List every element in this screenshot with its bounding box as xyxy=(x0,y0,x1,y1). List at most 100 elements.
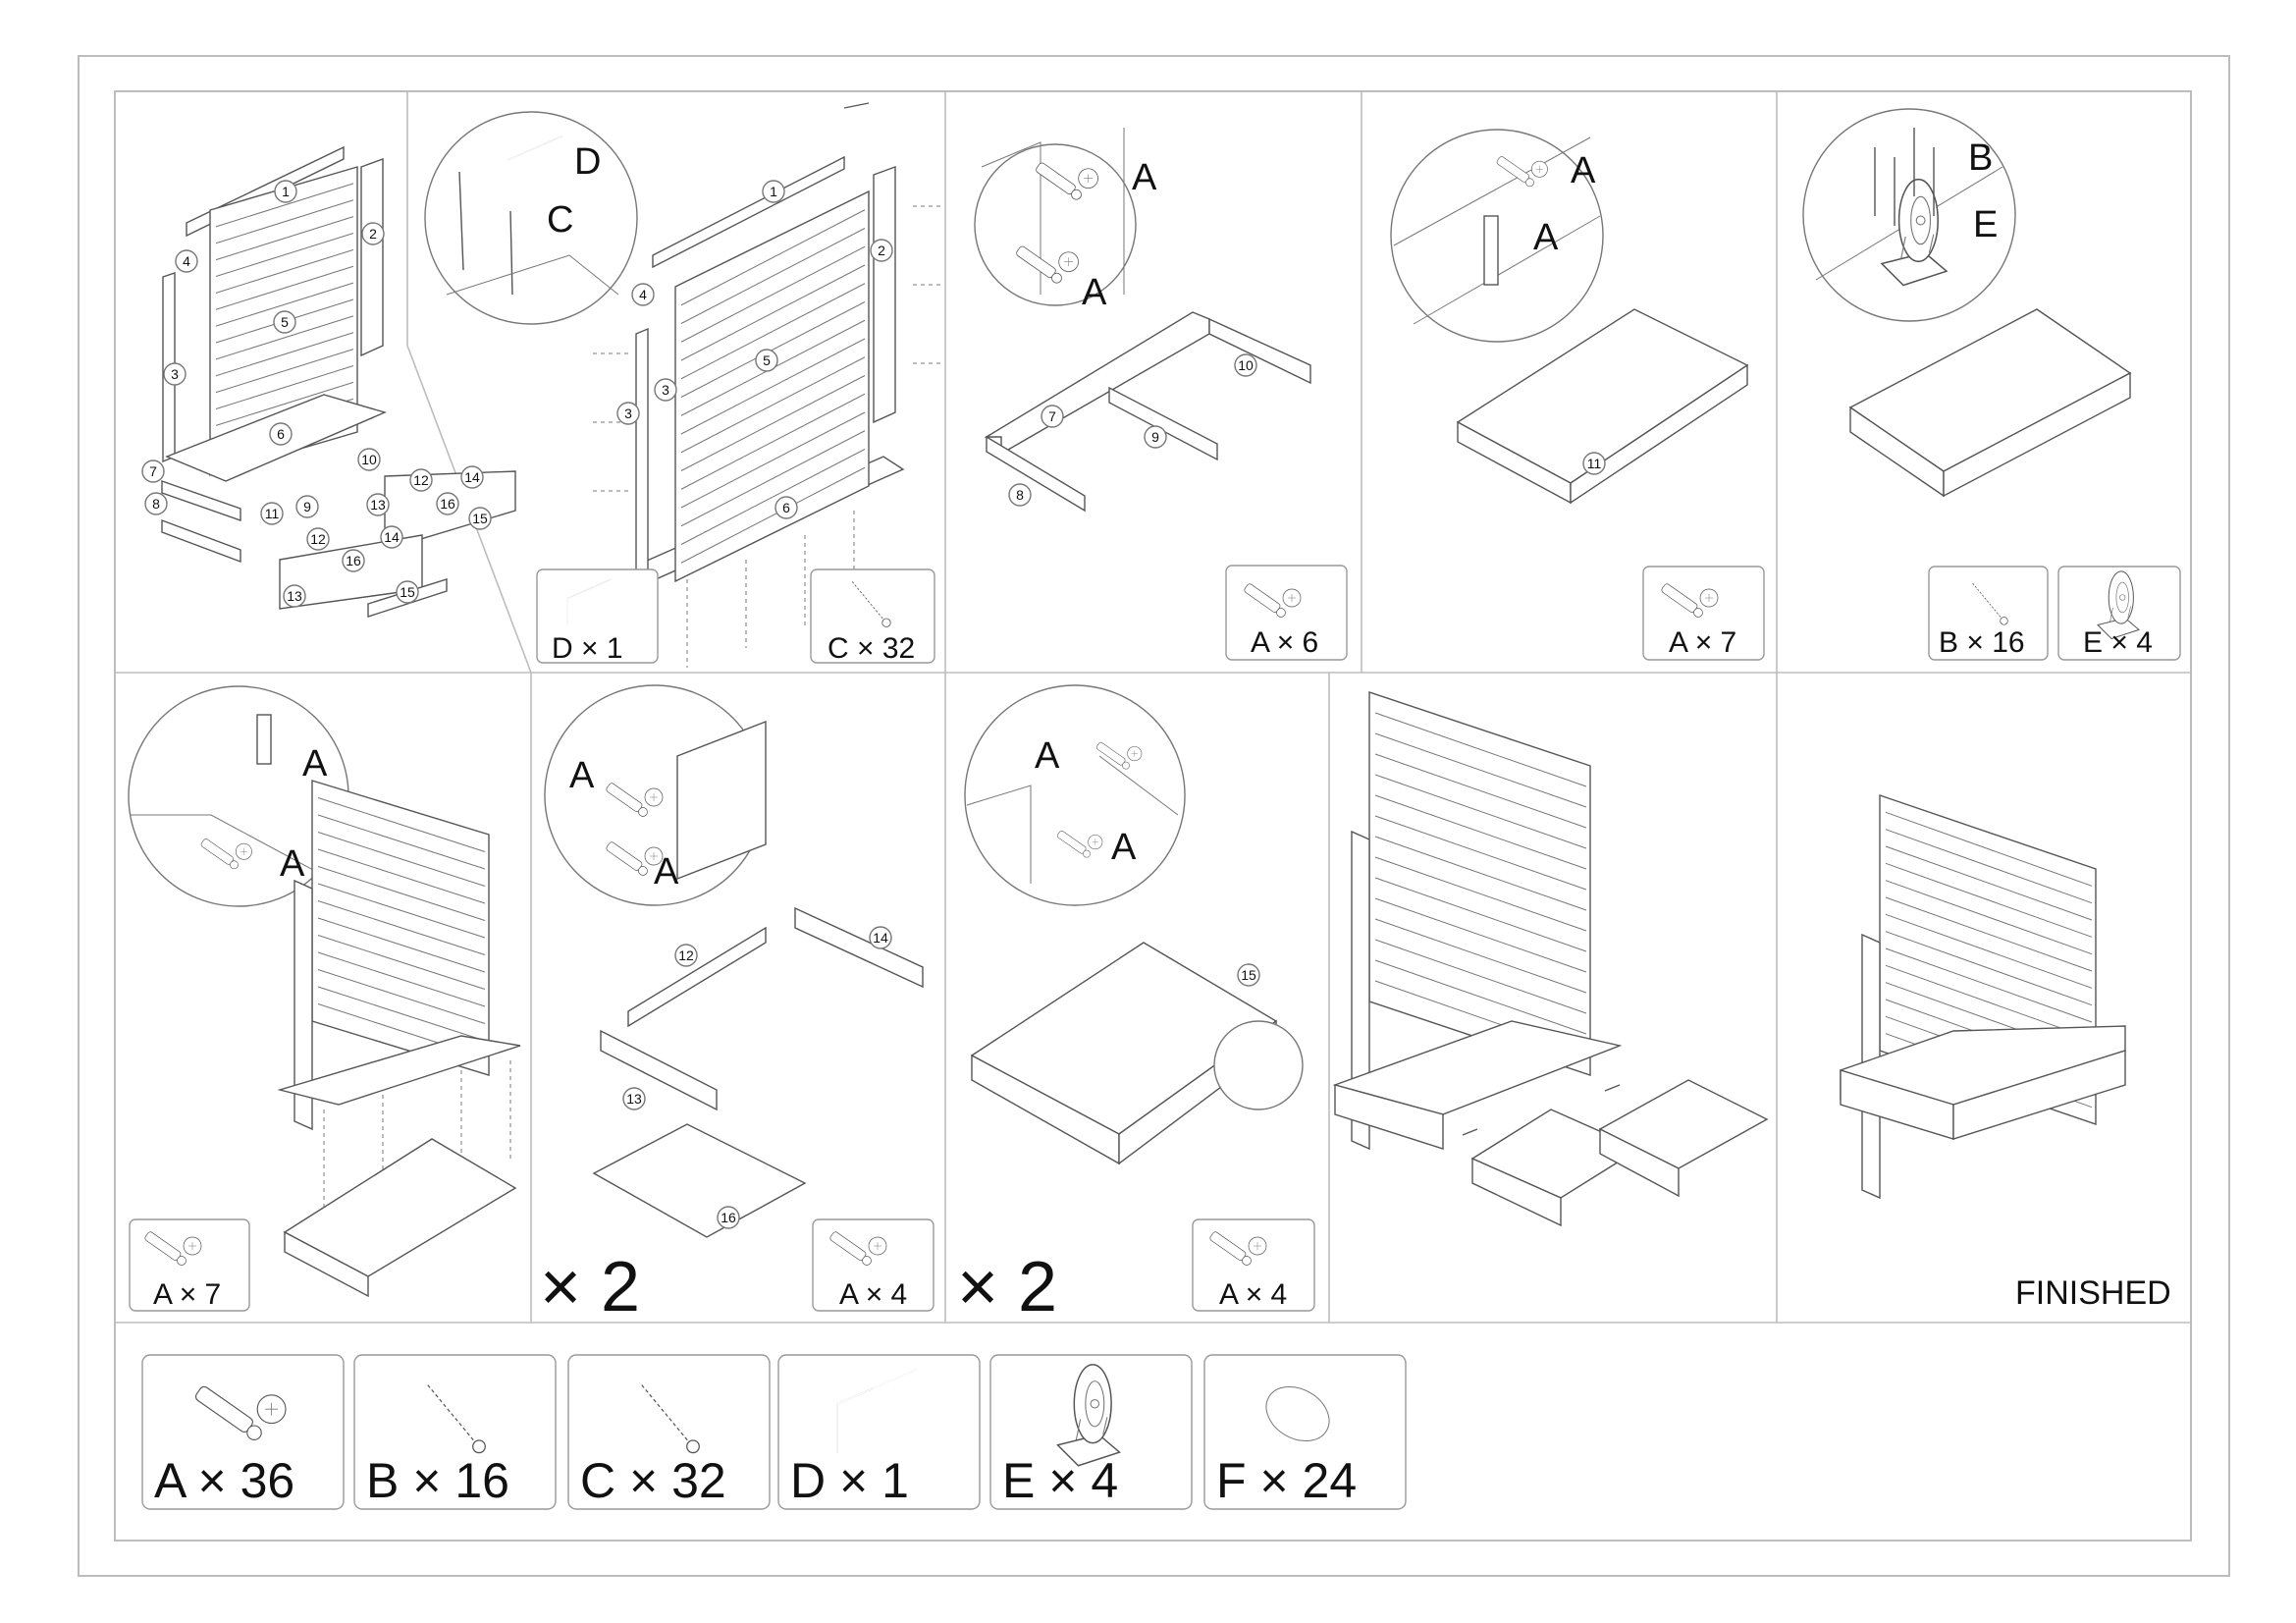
svg-text:8: 8 xyxy=(152,496,160,512)
step-2-frame-assembly xyxy=(424,102,942,668)
repeat-times-two: × 2 xyxy=(957,1248,1057,1326)
callout-a: A xyxy=(1571,150,1596,191)
svg-text:14: 14 xyxy=(384,529,400,545)
hardware-item-cam-lock-dowel: A × 36 xyxy=(141,1354,345,1510)
step-8-part-numbers: 15 xyxy=(1237,963,1260,987)
hardware-item-caster-wheel: E × 4 xyxy=(989,1354,1193,1510)
parts-count-a: A × 4 xyxy=(1219,1278,1287,1311)
svg-text:13: 13 xyxy=(626,1091,642,1107)
parts-count-a: A × 6 xyxy=(1251,626,1318,659)
part-number: 15 xyxy=(1237,963,1260,987)
svg-text:7: 7 xyxy=(149,463,157,479)
callout-a: A xyxy=(1111,827,1137,868)
part-number: 2 xyxy=(870,239,893,262)
part-number: 8 xyxy=(144,492,168,515)
parts-count-c: C × 32 xyxy=(828,632,915,665)
part-number: 6 xyxy=(269,422,293,446)
part-number: 13 xyxy=(622,1087,646,1110)
hardware-count: E × 4 xyxy=(1002,1453,1118,1508)
svg-text:1: 1 xyxy=(770,184,777,199)
step-2-part-numbers: 1 2 4 5 3 3 6 xyxy=(616,180,893,519)
part-number: 10 xyxy=(1234,353,1257,377)
svg-text:15: 15 xyxy=(400,584,415,600)
parts-count-d: D × 1 xyxy=(552,632,623,665)
finished-label: FINISHED xyxy=(2015,1274,2171,1312)
svg-text:16: 16 xyxy=(721,1210,736,1225)
part-number: 1 xyxy=(274,180,297,203)
callout-a: A xyxy=(569,755,595,796)
svg-text:2: 2 xyxy=(369,226,377,242)
hardware-box xyxy=(777,1354,981,1510)
svg-text:5: 5 xyxy=(281,314,289,330)
hardware-box xyxy=(353,1354,557,1510)
svg-text:12: 12 xyxy=(678,947,694,963)
svg-text:14: 14 xyxy=(873,930,888,946)
callout-a: A xyxy=(654,851,679,893)
grid-dividers xyxy=(115,91,2191,1324)
parts-count-a: A × 7 xyxy=(153,1278,221,1311)
svg-text:15: 15 xyxy=(1241,967,1256,983)
part-number: 3 xyxy=(616,402,640,425)
svg-text:5: 5 xyxy=(763,352,771,368)
svg-text:11: 11 xyxy=(1587,456,1602,471)
part-number: 12 xyxy=(306,527,330,551)
hardware-item-confirmat-screw: C × 32 xyxy=(567,1354,771,1510)
part-number: 9 xyxy=(295,495,319,518)
callout-a: A xyxy=(1082,272,1107,313)
detail-bubble xyxy=(424,111,638,325)
callout-a: A xyxy=(1533,217,1559,258)
hardware-count: C × 32 xyxy=(580,1453,726,1508)
svg-text:15: 15 xyxy=(472,511,488,526)
slatwall-panel xyxy=(1351,691,1591,1151)
part-number: 10 xyxy=(357,448,381,471)
hardware-count: D × 1 xyxy=(790,1453,909,1508)
parts-box-b xyxy=(1928,566,2049,661)
step-7-part-numbers: 12 14 13 16 xyxy=(622,926,892,1229)
part-number: 16 xyxy=(436,492,459,515)
parts-count-e: E × 4 xyxy=(2083,626,2153,659)
part-number: 7 xyxy=(1041,405,1064,428)
outer-border xyxy=(78,55,2230,1577)
hardware-item-wood-screw: B × 16 xyxy=(353,1354,557,1510)
svg-text:12: 12 xyxy=(413,472,429,488)
part-number: 2 xyxy=(361,222,385,245)
step-6-mount-panel xyxy=(128,685,521,1312)
callout-a: A xyxy=(302,743,328,784)
step-10-finished-unit xyxy=(1840,794,2126,1200)
svg-text:3: 3 xyxy=(171,366,179,382)
svg-text:4: 4 xyxy=(639,287,647,302)
hardware-box xyxy=(1203,1354,1407,1510)
svg-text:3: 3 xyxy=(662,382,669,398)
parts-count-a: A × 4 xyxy=(839,1278,907,1311)
repeat-times-two: × 2 xyxy=(540,1248,640,1326)
part-number: 12 xyxy=(409,468,433,492)
hardware-item-allen-key: D × 1 xyxy=(777,1354,981,1510)
step-8-drawer-front xyxy=(964,684,1315,1312)
step-4-part-numbers: 11 xyxy=(1582,452,1606,475)
svg-text:2: 2 xyxy=(878,243,885,258)
svg-text:16: 16 xyxy=(346,553,361,568)
part-number: 3 xyxy=(163,362,187,386)
part-number: 14 xyxy=(460,465,484,489)
detail-bubble xyxy=(964,684,1186,906)
part-number: 15 xyxy=(396,580,419,604)
hardware-item-cover-cap: F × 24 xyxy=(1203,1354,1407,1510)
part-number: 7 xyxy=(141,460,165,483)
svg-text:14: 14 xyxy=(464,469,480,485)
svg-text:6: 6 xyxy=(782,500,790,515)
svg-text:10: 10 xyxy=(361,452,377,467)
svg-text:12: 12 xyxy=(310,531,326,547)
parts-box-d xyxy=(536,568,659,664)
side-board-2 xyxy=(360,158,384,357)
screw-icon xyxy=(458,171,464,271)
part-number: 4 xyxy=(631,283,655,306)
hardware-box xyxy=(567,1354,771,1510)
svg-text:13: 13 xyxy=(287,588,302,604)
svg-text:11: 11 xyxy=(265,506,280,521)
callout-a: A xyxy=(1035,735,1060,777)
callout-b: B xyxy=(1968,137,1993,179)
slatwall-panel xyxy=(1861,794,2097,1200)
